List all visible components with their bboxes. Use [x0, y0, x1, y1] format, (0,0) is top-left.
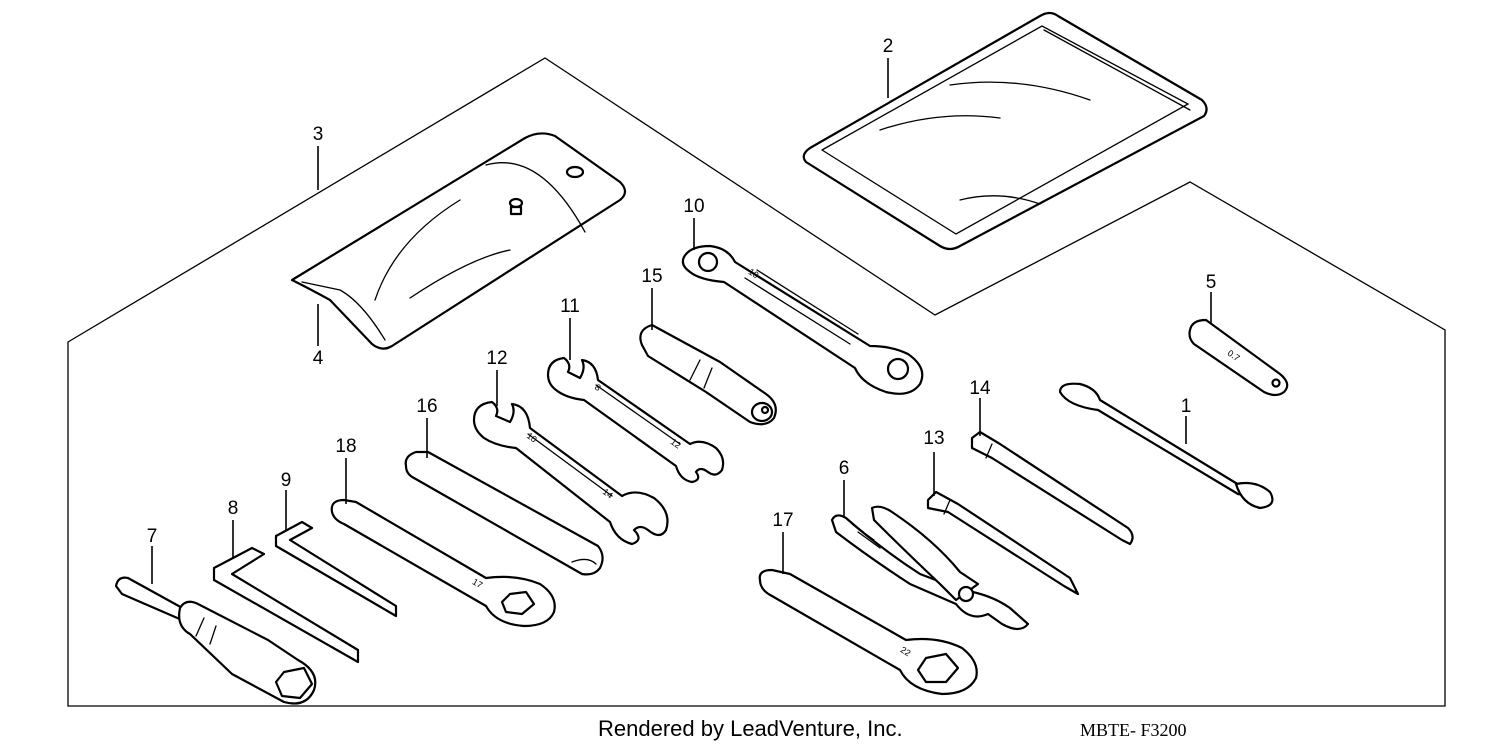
- wrench-12-large-size-stamp: 14: [601, 487, 615, 501]
- part-5-gauge-plate[interactable]: 0.7: [1188, 318, 1289, 397]
- wrench-10-size-stamp: 10: [747, 267, 761, 281]
- part-11-open-wrench[interactable]: 8 12: [546, 356, 725, 484]
- part-18-box-wrench[interactable]: 17: [330, 498, 556, 628]
- callout-10: 10: [683, 196, 704, 217]
- callout-11: 11: [560, 296, 580, 317]
- part-9-hex-key-small[interactable]: [274, 520, 398, 618]
- callout-7: 7: [147, 526, 158, 547]
- callout-5: 5: [1206, 272, 1217, 293]
- leader-lines: [151, 58, 1212, 584]
- callout-8: 8: [228, 498, 239, 519]
- callout-6: 6: [839, 458, 850, 479]
- callout-16: 16: [416, 396, 437, 417]
- part-17-box-wrench[interactable]: 22: [758, 568, 978, 696]
- callout-4: 4: [313, 348, 324, 369]
- part-1-spanner-rod[interactable]: [1058, 382, 1274, 510]
- part-10-ring-wrench[interactable]: 10: [681, 244, 924, 395]
- part-16-extension-bar[interactable]: [404, 450, 604, 576]
- callout-18: 18: [335, 436, 356, 457]
- callout-9: 9: [281, 470, 292, 491]
- part-3-tool-bag[interactable]: [290, 132, 627, 350]
- callout-14: 14: [969, 378, 991, 399]
- wrench-17-size-stamp: 22: [899, 645, 913, 659]
- wrench-18-size-stamp: 17: [471, 577, 485, 591]
- part-12-open-wrench[interactable]: 10 14: [472, 400, 669, 546]
- part-8-hex-key-large[interactable]: [212, 546, 360, 664]
- part-7-spark-plug-wrench[interactable]: [114, 576, 317, 705]
- wrench-12-small-size-stamp: 10: [525, 431, 539, 445]
- footer-credit: Rendered by LeadVenture, Inc.: [598, 716, 903, 741]
- kit-boundary: [67, 57, 1446, 707]
- callout-3: 3: [313, 124, 324, 145]
- wrench-11-small-size-stamp: 8: [593, 382, 603, 393]
- part-14-screwdriver[interactable]: [970, 430, 1134, 546]
- callout-1: 1: [1181, 396, 1192, 417]
- part-6-pliers[interactable]: [830, 505, 1030, 631]
- wrench-11-large-size-stamp: 12: [669, 437, 683, 451]
- part-15-socket-handle[interactable]: [639, 323, 777, 426]
- callout-17: 17: [772, 510, 793, 531]
- diagram-code: MBTE- F3200: [1080, 720, 1187, 740]
- callout-15: 15: [641, 266, 662, 287]
- callout-2: 2: [883, 36, 894, 57]
- callout-12: 12: [486, 348, 507, 369]
- callout-13: 13: [923, 428, 944, 449]
- part-13-screwdriver[interactable]: [926, 490, 1080, 596]
- part-2-pouch[interactable]: [802, 11, 1208, 251]
